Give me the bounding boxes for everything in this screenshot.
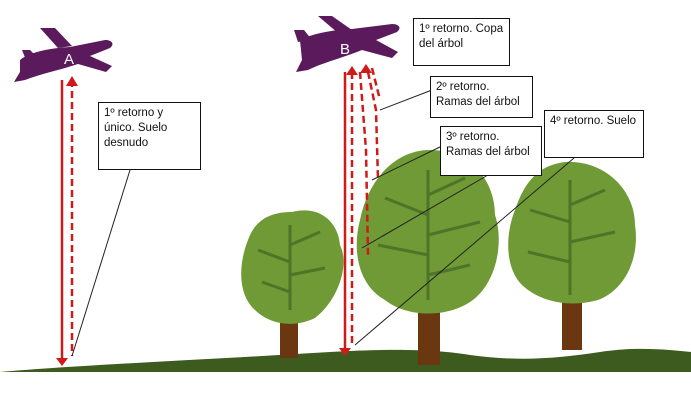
plane-b-label: B: [340, 41, 350, 58]
callout-b-3: 3º retorno. Ramas del árbol: [440, 126, 542, 176]
leader-lines: [71, 89, 575, 357]
callout-b-4: 4º retorno. Suelo: [544, 110, 644, 158]
plane-a-label: A: [64, 51, 74, 68]
ground: [0, 348, 691, 372]
callout-b-1: 1º retorno. Copa del árbol: [413, 18, 510, 66]
pulse-b: [339, 64, 382, 356]
tree-small: [241, 210, 344, 358]
plane-a: A: [14, 28, 113, 82]
plane-b: B: [294, 16, 400, 72]
tree-large: [356, 150, 499, 365]
callout-b-2: 2º retorno. Ramas del árbol: [430, 76, 533, 118]
pulse-a: [56, 76, 78, 366]
callout-a-ground: 1º retorno y único. Suelo desnudo: [98, 102, 201, 170]
tree-right: [508, 161, 636, 350]
